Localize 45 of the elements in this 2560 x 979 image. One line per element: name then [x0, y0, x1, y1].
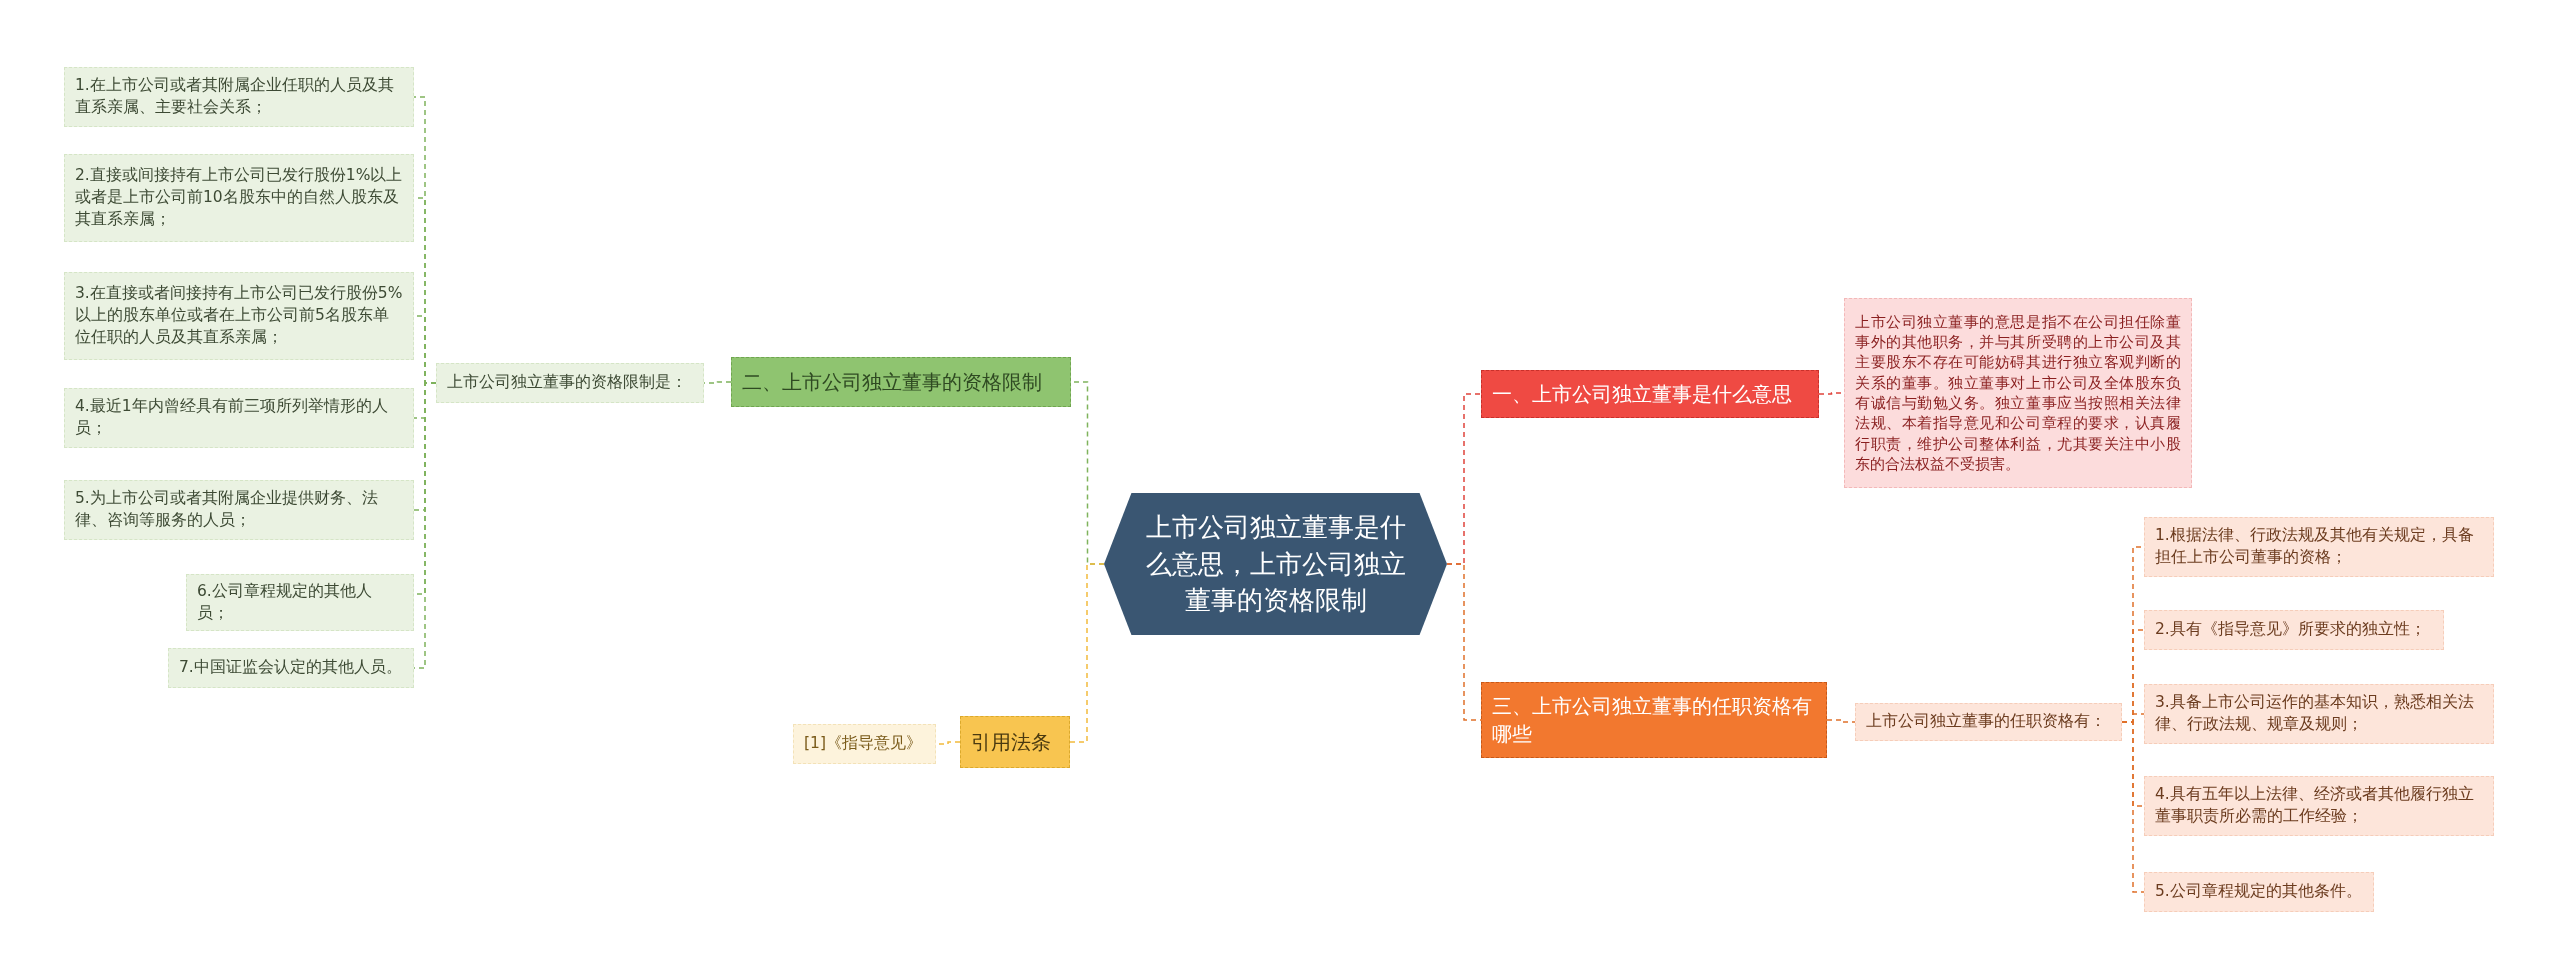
topic-text: 5.为上市公司或者其附属企业提供财务、法律、咨询等服务的人员； — [75, 488, 379, 531]
topic-text: 上市公司独立董事是什么意思，上市公司独立董事的资格限制 — [1144, 511, 1407, 618]
topic-text: 2.直接或间接持有上市公司已发行股份1%以上或者是上市公司前10名股东中的自然人股东及其直系亲属； — [75, 165, 403, 230]
topic-box — [960, 716, 1070, 768]
topic-text: 二、上市公司独立董事的资格限制 — [742, 369, 1042, 396]
topic-text: 上市公司独立董事的任职资格有： — [1866, 711, 2106, 733]
topic-text: 7.中国证监会认定的其他人员。 — [179, 657, 402, 679]
item-box — [64, 67, 414, 127]
item-box — [2144, 517, 2494, 577]
topic-box — [731, 357, 1071, 407]
topic-text: 三、上市公司独立董事的任职资格有哪些 — [1492, 693, 1813, 748]
connector-line — [1826, 719, 1856, 723]
item-box — [2144, 610, 2444, 650]
topic-text: 4.最近1年内曾经具有前三项所列举情形的人员； — [75, 396, 389, 439]
topic-text: 1.根据法律、行政法规及其他有关规定，具备担任上市公司董事的资格； — [2155, 525, 2475, 568]
topic-text: 上市公司独立董事的意思是指不在公司担任除董事外的其他职务，并与其所受聘的上市公司及其主要股东不存在可能妨碍其进行独立客观判断的关系的董事。独立董事对上市公司及全体股东负有诚信与勤勉义务。独立董事应当按照相关法律法规、本着指导意见和公司章程的要求，认真履行职责，维护公司整体利益，尤其要关注中小股东的合法权益不受损害。 — [1855, 312, 2181, 474]
connector-line — [1069, 563, 1105, 743]
topic-text: [1]《指导意见》 — [804, 733, 922, 755]
topic-text: 6.公司章程规定的其他人员； — [197, 581, 373, 624]
topic-text: 3.在直接或者间接持有上市公司已发行股份5%以上的股东单位或者在上市公司前5名股东单位任职的人员及其直系亲属； — [75, 283, 403, 348]
topic-text: 上市公司独立董事的资格限制是： — [447, 372, 687, 394]
note-box — [1844, 298, 2192, 488]
central-topic-hexagon — [1104, 493, 1447, 635]
item-box — [2144, 684, 2494, 744]
topic-box — [1481, 682, 1827, 758]
topic-text: 引用法条 — [971, 729, 1051, 756]
item-box — [64, 388, 414, 448]
topic-text: 1.在上市公司或者其附属企业任职的人员及其直系亲属、主要社会关系； — [75, 75, 395, 118]
topic-text: 一、上市公司独立董事是什么意思 — [1492, 381, 1792, 408]
item-box — [2144, 872, 2374, 912]
topic-text: 2.具有《指导意见》所要求的独立性； — [2155, 619, 2426, 641]
item-box — [2144, 776, 2494, 836]
item-box — [168, 648, 414, 688]
item-box — [64, 272, 414, 360]
reference-box — [793, 724, 936, 764]
topic-text: 5.公司章程规定的其他条件。 — [2155, 881, 2362, 903]
item-box — [186, 574, 414, 632]
item-box — [64, 480, 414, 540]
topic-text: 3.具备上市公司运作的基本知识，熟悉相关法律、行政法规、规章及规则； — [2155, 692, 2475, 735]
item-box — [1855, 703, 2122, 741]
connector-line — [2121, 721, 2145, 893]
item-box — [64, 154, 414, 242]
item-box — [436, 363, 704, 403]
topic-text: 4.具有五年以上法律、经济或者其他履行独立董事职责所必需的工作经验； — [2155, 784, 2475, 827]
topic-box — [1481, 370, 1819, 418]
